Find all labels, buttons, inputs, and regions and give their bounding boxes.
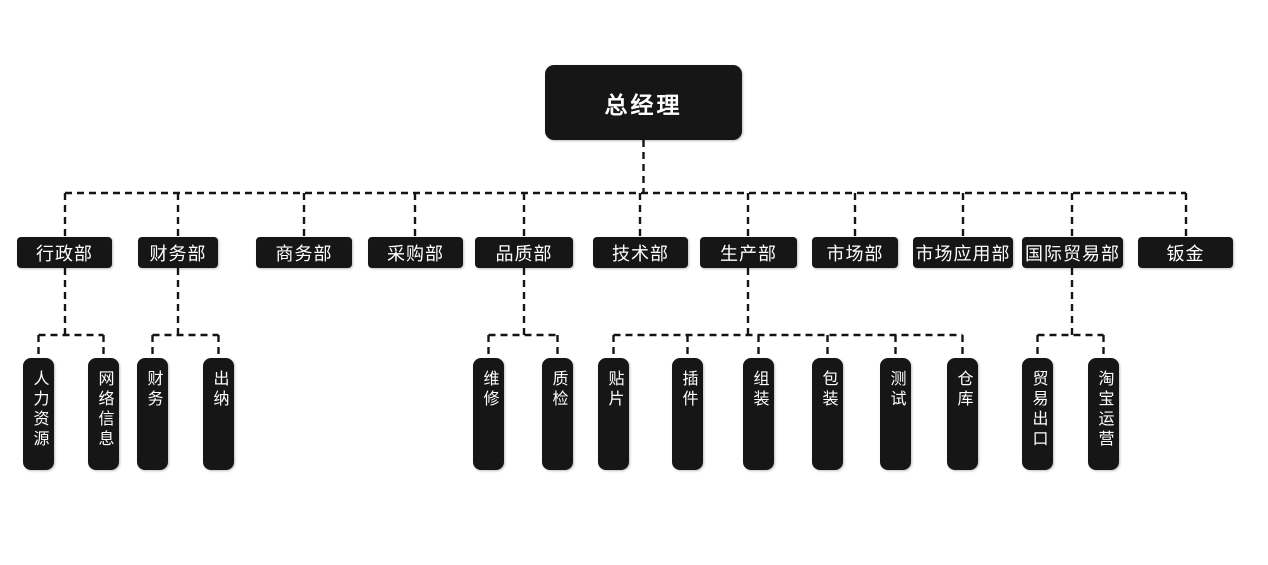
dept-international-trade: 国际贸易部 — [1022, 237, 1123, 268]
unit-cashier: 出纳 — [203, 358, 234, 470]
dept-administration: 行政部 — [17, 237, 112, 268]
unit-quality-inspection: 质检 — [542, 358, 573, 470]
dept-commerce: 商务部 — [256, 237, 352, 268]
unit-packaging: 包装 — [812, 358, 843, 470]
dept-technology: 技术部 — [593, 237, 688, 268]
node-general-manager: 总经理 — [545, 65, 742, 140]
connector-group-finance — [151, 268, 220, 358]
connector-group-admin — [37, 268, 105, 358]
unit-network-information: 网络信息 — [88, 358, 119, 470]
connector-group-production — [612, 268, 964, 358]
unit-human-resources: 人力资源 — [23, 358, 54, 470]
unit-assembly: 组装 — [743, 358, 774, 470]
dept-purchasing: 采购部 — [368, 237, 463, 268]
unit-taobao-operations: 淘宝运营 — [1088, 358, 1119, 470]
dept-quality: 品质部 — [475, 237, 573, 268]
unit-plugin-insertion: 插件 — [672, 358, 703, 470]
unit-warehouse: 仓库 — [947, 358, 978, 470]
dept-marketing: 市场部 — [812, 237, 898, 268]
dept-production: 生产部 — [700, 237, 797, 268]
unit-finance: 财务 — [137, 358, 168, 470]
connector-group-quality — [487, 268, 559, 358]
unit-smt-mounting: 贴片 — [598, 358, 629, 470]
unit-testing: 测试 — [880, 358, 911, 470]
dept-market-application: 市场应用部 — [913, 237, 1013, 268]
unit-trade-export: 贸易出口 — [1022, 358, 1053, 470]
unit-maintenance: 维修 — [473, 358, 504, 470]
dept-finance: 财务部 — [138, 237, 218, 268]
dept-sheet-metal: 钣金 — [1138, 237, 1233, 268]
connector-group-international-trade — [1036, 268, 1105, 358]
connector-level1-drops — [63, 193, 1188, 237]
